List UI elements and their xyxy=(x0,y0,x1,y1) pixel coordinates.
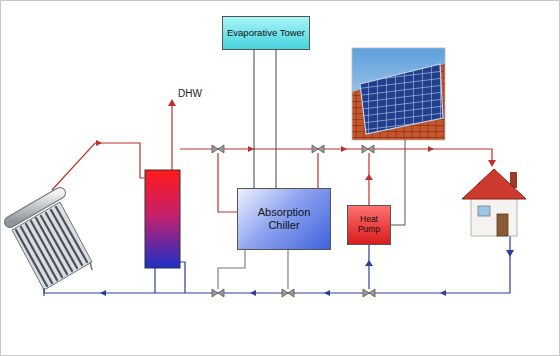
node-text-group: Evaporative Tower xyxy=(227,28,305,39)
flow-arrowhead xyxy=(100,250,514,296)
node-label: Absorption Chiller xyxy=(242,206,326,231)
pv-panel-picture xyxy=(352,48,445,140)
heat-pump-box: Heat Pump xyxy=(347,205,391,245)
solar-collector xyxy=(10,193,92,296)
pv-power-wire xyxy=(390,140,405,225)
node-text-group: Absorption Chiller xyxy=(242,206,326,231)
node-label: Evaporative Tower xyxy=(227,28,305,39)
node-label: Heat Pump xyxy=(352,215,386,235)
storage-tank xyxy=(145,170,180,268)
pipe-connector xyxy=(276,50,277,188)
node-text-group: Heat Pump xyxy=(352,215,386,235)
tower-box: Evaporative Tower xyxy=(222,16,310,50)
outlet-label: DHW xyxy=(177,88,203,99)
chiller-box: Absorption Chiller xyxy=(237,188,331,250)
pipe-connector xyxy=(254,50,255,188)
house-picture xyxy=(462,169,526,236)
chiller-return-pipe xyxy=(218,250,288,289)
